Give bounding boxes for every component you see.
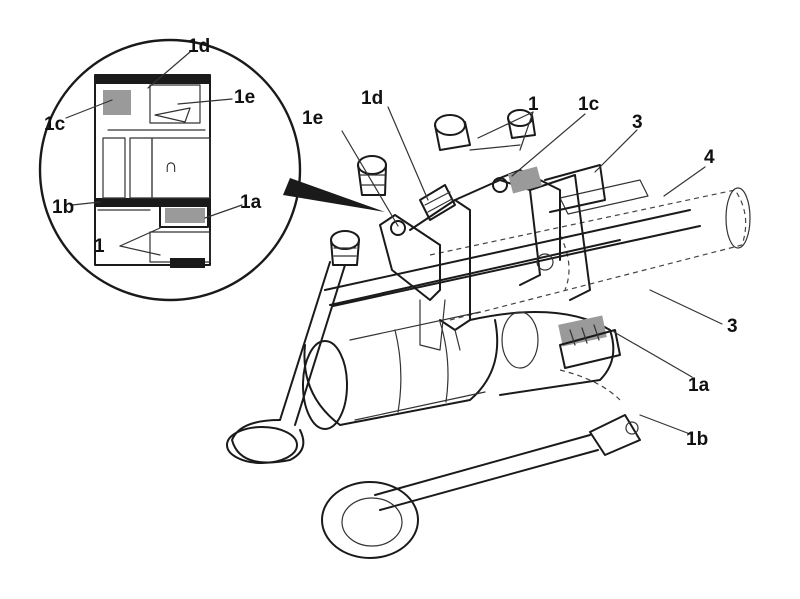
inset-cutaway: ∩ [94,74,211,268]
inset-label-1: 1 [94,236,105,257]
inset-symbol: ∩ [164,156,178,177]
label-1c: 1c [578,94,600,115]
rocker-shaft-3 [324,179,701,307]
label-1e: 1e [302,108,323,129]
label-1a: 1a [688,375,710,396]
label-1b: 1b [686,429,708,450]
rocker-arms [379,169,591,351]
inset-pointer [283,178,385,212]
detail-inset: ∩ 1d 1e 1c 1b 1a 1 [38,36,385,302]
label-1: 1 [528,94,539,115]
label-4: 4 [704,147,715,168]
inset-leaders [65,51,243,256]
main-leaders [341,106,723,435]
hydraulic-lifter-tops [434,109,536,151]
valve-left [226,261,346,464]
label-3-top: 3 [632,112,643,133]
valve-springs-left [330,155,456,266]
inset-label-1d: 1d [188,36,210,57]
inset-label-1a: 1a [240,192,262,213]
label-3-right: 3 [727,316,738,337]
inset-label-1b: 1b [52,197,74,218]
label-1d: 1d [361,88,383,109]
inset-label-1e: 1e [234,87,255,108]
lifter-1a [558,315,621,401]
inset-label-1c: 1c [44,114,66,135]
valve-train-assembly [226,109,751,559]
tappet-region [469,144,606,213]
valve-bottom [321,414,641,559]
camshaft-4 [429,187,751,321]
